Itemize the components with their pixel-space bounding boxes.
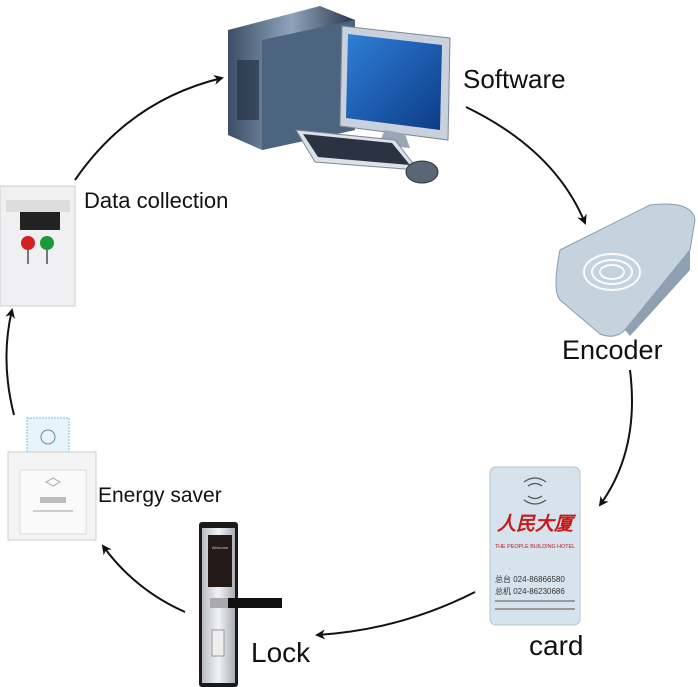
- lock-display-text: Welcome: [212, 545, 229, 550]
- label-software: Software: [463, 64, 566, 94]
- cycle-arrows: [5, 75, 633, 640]
- card-phone-2: 总机 024-86230686: [495, 586, 565, 596]
- encoder-icon: [555, 203, 696, 337]
- card-hotel-name: THE PEOPLE BUILDING HOTEL: [495, 544, 575, 550]
- rfid-card-icon: 人民大厦 THE PEOPLE BUILDING HOTEL 总台 024-86…: [489, 466, 581, 626]
- computer-icon: [228, 6, 451, 184]
- label-encoder: Encoder: [562, 335, 663, 365]
- label-energy-saver: Energy saver: [98, 484, 222, 507]
- arrow-data-to-software: [74, 75, 224, 181]
- door-lock-icon: Welcome: [199, 522, 282, 687]
- label-data-collection: Data collection: [84, 188, 229, 213]
- arrow-lock-to-saver: [101, 544, 186, 613]
- card-logo: 人民大厦: [497, 513, 577, 535]
- card-phone-1: 总台 024-86866580: [495, 574, 565, 584]
- arrow-software-to-encoder: [465, 106, 587, 225]
- energy-saver-icon: [7, 417, 97, 541]
- arrow-encoder-to-card: [598, 369, 633, 507]
- label-card: card: [529, 630, 584, 661]
- label-lock: Lock: [251, 637, 311, 668]
- arrow-saver-to-data: [5, 308, 15, 416]
- data-collector-icon: [0, 185, 76, 307]
- arrow-card-to-lock: [315, 591, 476, 640]
